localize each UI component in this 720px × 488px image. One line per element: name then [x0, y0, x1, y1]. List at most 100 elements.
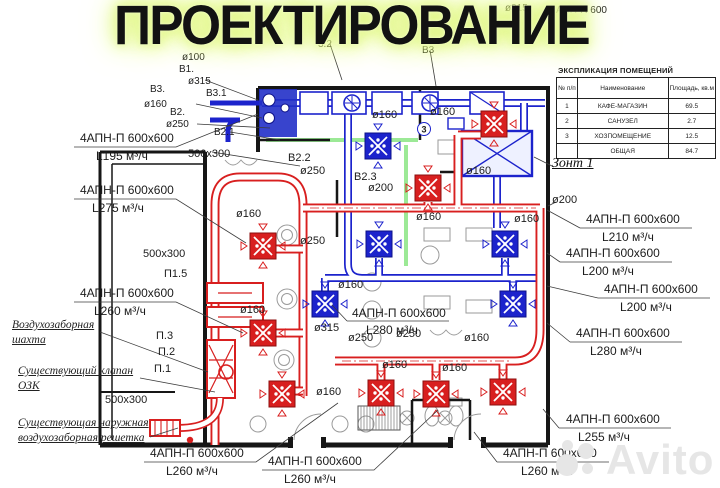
- duct-size-label: 500x300: [188, 148, 230, 160]
- table-row-total: ОБЩАЯ 84.7: [556, 143, 716, 159]
- system-mark: П.2: [158, 346, 175, 358]
- table-header-row: № п/п Наименование Площадь, кв.м: [556, 77, 716, 99]
- note-existing-valve: Существующий клапан ОЗК: [18, 365, 134, 392]
- system-mark: П.3: [156, 330, 173, 342]
- col-name-header: Наименование: [576, 77, 669, 99]
- dim-label: ø100: [182, 52, 205, 63]
- watermark-text: Avito: [606, 436, 715, 483]
- page-title: ПРОЕКТИРОВАНИЕ: [114, 0, 591, 56]
- callout-flow: L260 м³/ч: [284, 472, 336, 486]
- dim-label: ø250: [300, 235, 325, 247]
- room-name: ХОЗПОМЕЩЕНИЕ: [576, 128, 669, 144]
- floor-grille-hatch: [357, 405, 401, 431]
- dim-label: ø160: [240, 304, 265, 316]
- callout-flow: L260 м³/ч: [166, 464, 218, 478]
- col-area-header: Площадь, кв.м: [667, 77, 716, 99]
- watermark: Avito: [556, 436, 714, 484]
- callout-flow: L210 м³/ч: [602, 230, 654, 244]
- dim-label: ø160: [466, 165, 491, 177]
- dim-label: ø160: [416, 211, 441, 223]
- dim-label: ø160: [430, 106, 455, 118]
- callout-unit: 4АПН-П 600x600: [80, 286, 174, 300]
- callout-unit: 4АПН-П 600x600: [80, 131, 174, 145]
- callout-flow: L200 м³/ч: [620, 300, 672, 314]
- exhaust-duct-network: [210, 89, 545, 291]
- col-num-header: № п/п: [556, 77, 578, 99]
- system-mark: В1.: [179, 64, 194, 75]
- leader-lines: [74, 43, 710, 471]
- table-row: 3 ХОЗПОМЕЩЕНИЕ 12.5: [556, 128, 716, 144]
- system-mark: П1.5: [164, 268, 187, 280]
- duct-size-label: 500x300: [105, 394, 147, 406]
- callout-unit: 4АПН-П 600x600: [566, 246, 660, 260]
- room-area: 69.5: [667, 98, 716, 114]
- dim-label: ø250: [300, 165, 325, 177]
- furniture-hints: [224, 139, 493, 433]
- explication-table: ЭКСПЛИКАЦИЯ ПОМЕЩЕНИЙ № п/п Наименование…: [556, 66, 718, 159]
- dim-label: ø315: [188, 76, 211, 87]
- note-existing-grille: Существующая наружная воздухозаборная ре…: [18, 417, 149, 444]
- zone-number: 3: [422, 125, 427, 135]
- callout-labels: 4АПН-П 600x600 L195 м³/ч 4АПН-П 600x600 …: [80, 131, 698, 486]
- dim-label: ø160: [316, 386, 341, 398]
- callout-unit: 4АПН-П 600x600: [150, 446, 244, 460]
- callout-flow: L275 м³/ч: [92, 201, 144, 215]
- avito-logo-icon: [556, 438, 600, 482]
- table-row: 2 САНУЗЕЛ 2.7: [556, 113, 716, 129]
- dim-label: ø160: [442, 362, 467, 374]
- system-mark: В2.: [170, 107, 185, 118]
- callout-flow: L280 м³/ч: [590, 344, 642, 358]
- room-num: 1: [556, 98, 578, 114]
- system-mark: В2.1: [214, 127, 235, 138]
- dim-label: ø160: [236, 208, 261, 220]
- callout-unit: 4АПН-П 600x600: [352, 306, 446, 320]
- note-intake-shaft: Воздухозаборная шахта: [12, 319, 95, 346]
- system-mark: 3.2: [318, 39, 332, 50]
- system-mark: В2.2: [288, 152, 311, 164]
- room-area: 84.7: [667, 143, 716, 159]
- callout-flow: L195 м³/ч: [96, 149, 148, 163]
- dim-label: ø160: [144, 99, 167, 110]
- dim-label: ø160: [372, 109, 397, 121]
- duct-size-label: 500x300: [143, 248, 185, 260]
- dim-label: ø160: [382, 359, 407, 371]
- dim-label: ø160: [464, 332, 489, 344]
- callout-fragment: АПН-П 600: [556, 5, 607, 16]
- callout-unit: 4АПН-П 600x600: [576, 326, 670, 340]
- plan-labels: ø100 В1. В3. ø315 В3.1 ø160 В2. ø250 В2.…: [105, 3, 607, 406]
- system-mark: В2.3: [354, 171, 377, 183]
- room-name: САНУЗЕЛ: [576, 113, 669, 129]
- system-mark: В3.: [150, 84, 165, 95]
- dim-label: ø250: [396, 328, 421, 340]
- dim-label: ø315: [314, 322, 339, 334]
- dim-label: ø160: [514, 213, 539, 225]
- system-mark: В3.1: [206, 88, 227, 99]
- system-mark: В3: [422, 45, 435, 56]
- callout-unit: 4АПН-П 600x600: [604, 282, 698, 296]
- callout-unit: 4АПН-П 600x600: [268, 454, 362, 468]
- room-num: [556, 143, 578, 159]
- room-area: 12.5: [667, 128, 716, 144]
- dim-label: ø200: [368, 182, 393, 194]
- callout-flow: L260 м³/ч: [94, 304, 146, 318]
- callout-flow: L255 м³/ч: [578, 430, 630, 444]
- system-mark: П.1: [154, 363, 171, 375]
- dim-label: ø160: [338, 279, 363, 291]
- room-name: КАФЕ-МАГАЗИН: [576, 98, 669, 114]
- hood-label: Зонт 1: [552, 156, 594, 171]
- callout-unit: 4АПН-П 600x600: [566, 412, 660, 426]
- callout-flow: L280 м³/ч: [366, 323, 418, 337]
- walls: [98, 86, 550, 450]
- room-name: ОБЩАЯ: [576, 143, 669, 159]
- dim-label: ø315: [505, 3, 528, 14]
- table-row: 1 КАФЕ-МАГАЗИН 69.5: [556, 98, 716, 114]
- dim-label: ø250: [348, 332, 373, 344]
- callout-unit: 4АПН-П 600x600: [586, 212, 680, 226]
- room-area: 2.7: [667, 113, 716, 129]
- room-num: 3: [556, 128, 578, 144]
- room-num: 2: [556, 113, 578, 129]
- dim-label: ø200: [552, 194, 577, 206]
- explication-title: ЭКСПЛИКАЦИЯ ПОМЕЩЕНИЙ: [558, 66, 674, 75]
